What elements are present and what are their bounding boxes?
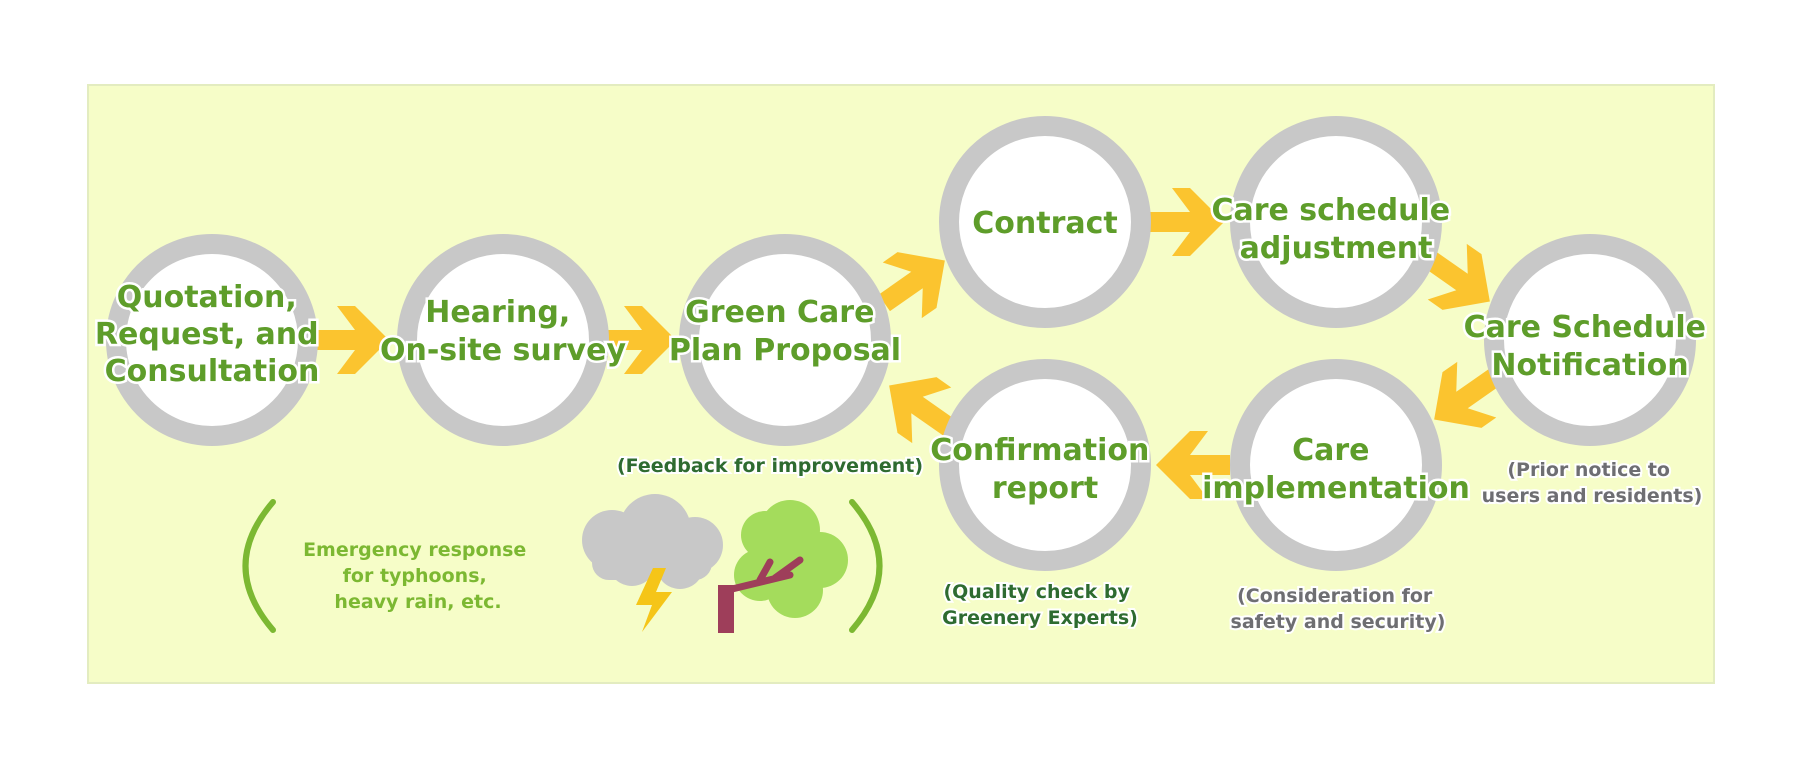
flow-arrows — [315, 188, 1501, 499]
consideration-note: (Consideration for safety and security) — [1231, 585, 1446, 633]
arrow-proposal-to-contract — [878, 252, 945, 319]
step-confirmation-label: Confirmation report — [930, 433, 1160, 506]
feedback-note: (Feedback for improvement) — [617, 455, 923, 477]
fallen-tree-icon — [718, 500, 848, 633]
storm-cloud-icon — [582, 494, 723, 589]
prior-notice-note: (Prior notice to users and residents) — [1482, 459, 1703, 507]
step-hearing-label: Hearing, On-site survey — [380, 295, 626, 368]
step-schedule-adjustment: Care schedule adjustment — [1209, 116, 1460, 328]
step-confirmation: Confirmation report — [928, 359, 1160, 571]
step-proposal-label: Green Care Plan Proposal — [669, 295, 901, 368]
step-quotation-label: Quotation, Request, and Consultation — [95, 280, 329, 389]
right-bracket — [849, 499, 883, 633]
step-proposal: Green Care Plan Proposal — [666, 234, 904, 446]
emergency-text: Emergency response for typhoons, heavy r… — [303, 539, 533, 613]
step-implementation-label: Care implementation — [1202, 433, 1470, 506]
arrow-quotation-to-hearing — [315, 306, 389, 374]
step-schedule-adjustment-label: Care schedule adjustment — [1211, 193, 1460, 266]
lightning-icon — [636, 568, 672, 632]
step-contract: Contract — [939, 116, 1151, 328]
step-implementation: Care implementation — [1200, 359, 1472, 571]
arrow-confirmation-to-proposal — [889, 377, 956, 444]
arrow-implementation-to-confirmation — [1156, 431, 1230, 499]
arrow-contract-to-adjustment — [1150, 188, 1224, 256]
step-schedule-notification: Care Schedule Notification — [1461, 234, 1717, 446]
arrow-notification-to-implementation — [1434, 361, 1501, 428]
step-hearing: Hearing, On-site survey — [377, 234, 629, 446]
step-schedule-notification-label: Care Schedule Notification — [1464, 310, 1717, 383]
arrow-adjustment-to-notification — [1423, 243, 1490, 310]
quality-check-note: (Quality check by Greenery Experts) — [942, 581, 1138, 629]
step-quotation: Quotation, Request, and Consultation — [92, 234, 329, 446]
emergency-section: Emergency response for typhoons, heavy r… — [242, 494, 883, 633]
step-contract-label: Contract — [972, 206, 1118, 241]
left-bracket — [242, 499, 276, 633]
arrow-hearing-to-proposal — [602, 306, 676, 374]
